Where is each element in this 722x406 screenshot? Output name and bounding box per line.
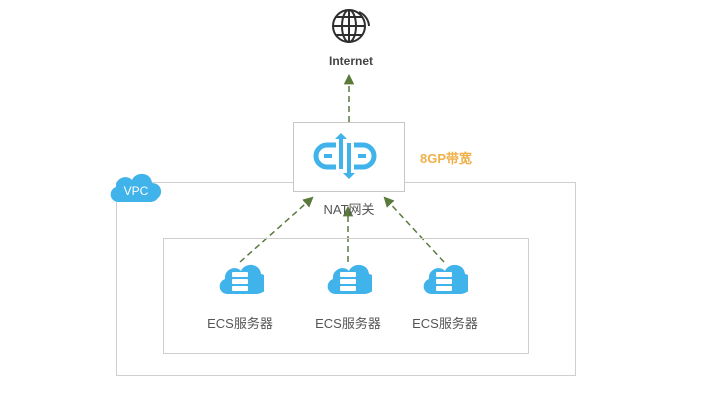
ecs-server-label: ECS服务器 [412, 316, 478, 331]
globe-icon [332, 9, 370, 43]
vpc-label: VPC [124, 184, 149, 198]
ecs-group-boundary [163, 238, 529, 354]
internet-label: Internet [328, 54, 373, 68]
nat-gateway-icon [313, 133, 377, 179]
nat-gateway-label: NAT网关 [323, 202, 375, 217]
ecs-server-label: ECS服务器 [207, 316, 273, 331]
ecs-server-label: ECS服务器 [315, 316, 381, 331]
cloud-icon: VPC [110, 173, 162, 202]
cloud-server-icon [423, 265, 468, 294]
bandwidth-label: 8GP带宽 [420, 151, 473, 166]
cloud-server-icon [219, 265, 264, 294]
cloud-server-icon [327, 265, 372, 294]
